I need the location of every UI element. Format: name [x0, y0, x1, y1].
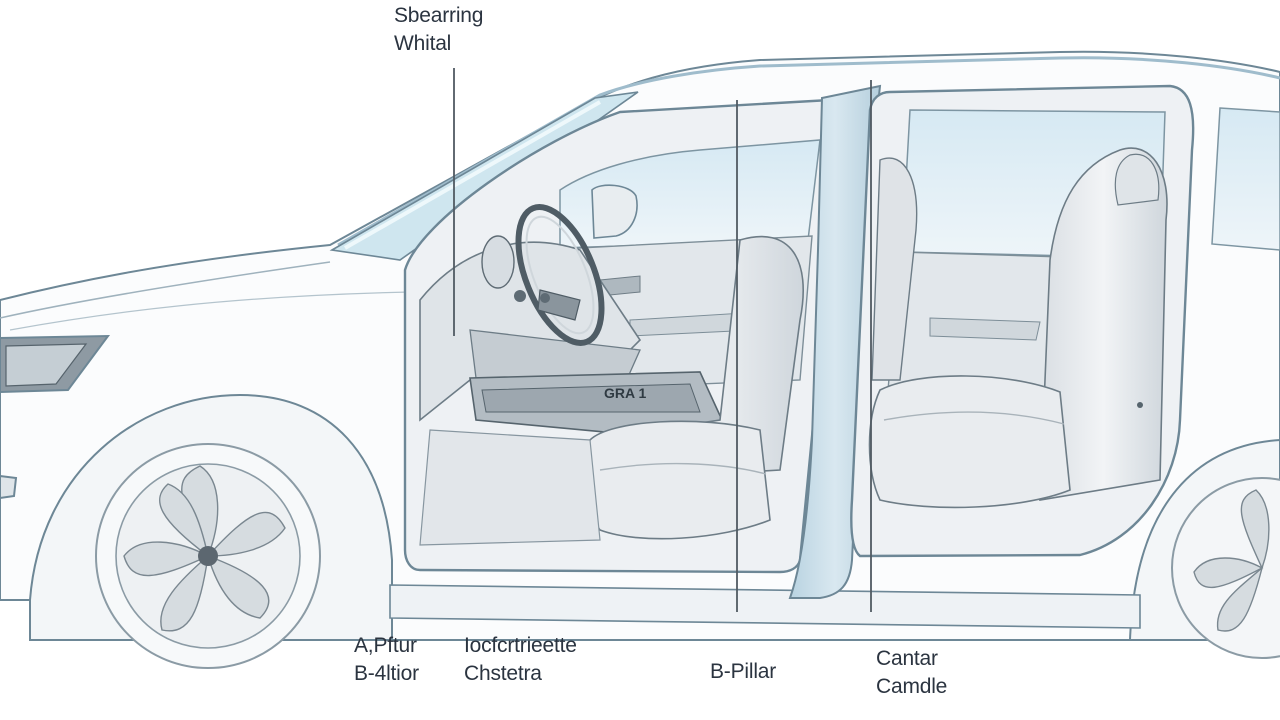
rear-wheel: [1128, 438, 1280, 659]
steering-wheel-label-line2: Whital: [394, 32, 452, 55]
a-pillar-label-line1: A,Pftur: [354, 634, 417, 657]
steering-wheel-label-line1: Sbearring: [394, 4, 484, 27]
center-console-label: Cantar Camdle: [876, 645, 947, 701]
front-wheel: [29, 393, 393, 669]
leader-lines: [453, 68, 872, 612]
a-pillar: [329, 91, 639, 261]
b-pillar-label: B-Pillar: [710, 658, 776, 686]
headlight: [0, 334, 111, 500]
door-sill: [389, 584, 1141, 629]
rear-door-opening: [850, 84, 1195, 558]
center-console-label-line1: Cantar: [876, 647, 938, 670]
center-console-label-line2: Camdle: [876, 675, 948, 698]
instrument-label-line1: Iocfcrtrieette: [464, 634, 577, 657]
front-door-opening: [403, 98, 842, 574]
steering-wheel-label: Sbearring Whital: [394, 2, 483, 58]
console-badge: GRA 1: [604, 385, 646, 401]
b-pillar-label-line1: B-Pillar: [710, 660, 777, 683]
rear-quarter-window: [1211, 107, 1280, 251]
a-pillar-label: A,Pftur B-4ltior: [354, 632, 419, 688]
instrument-label-line2: Chstetra: [464, 662, 542, 685]
instrument-label: Iocfcrtrieette Chstetra: [464, 632, 577, 688]
a-pillar-label-line2: B-4ltior: [354, 662, 419, 685]
